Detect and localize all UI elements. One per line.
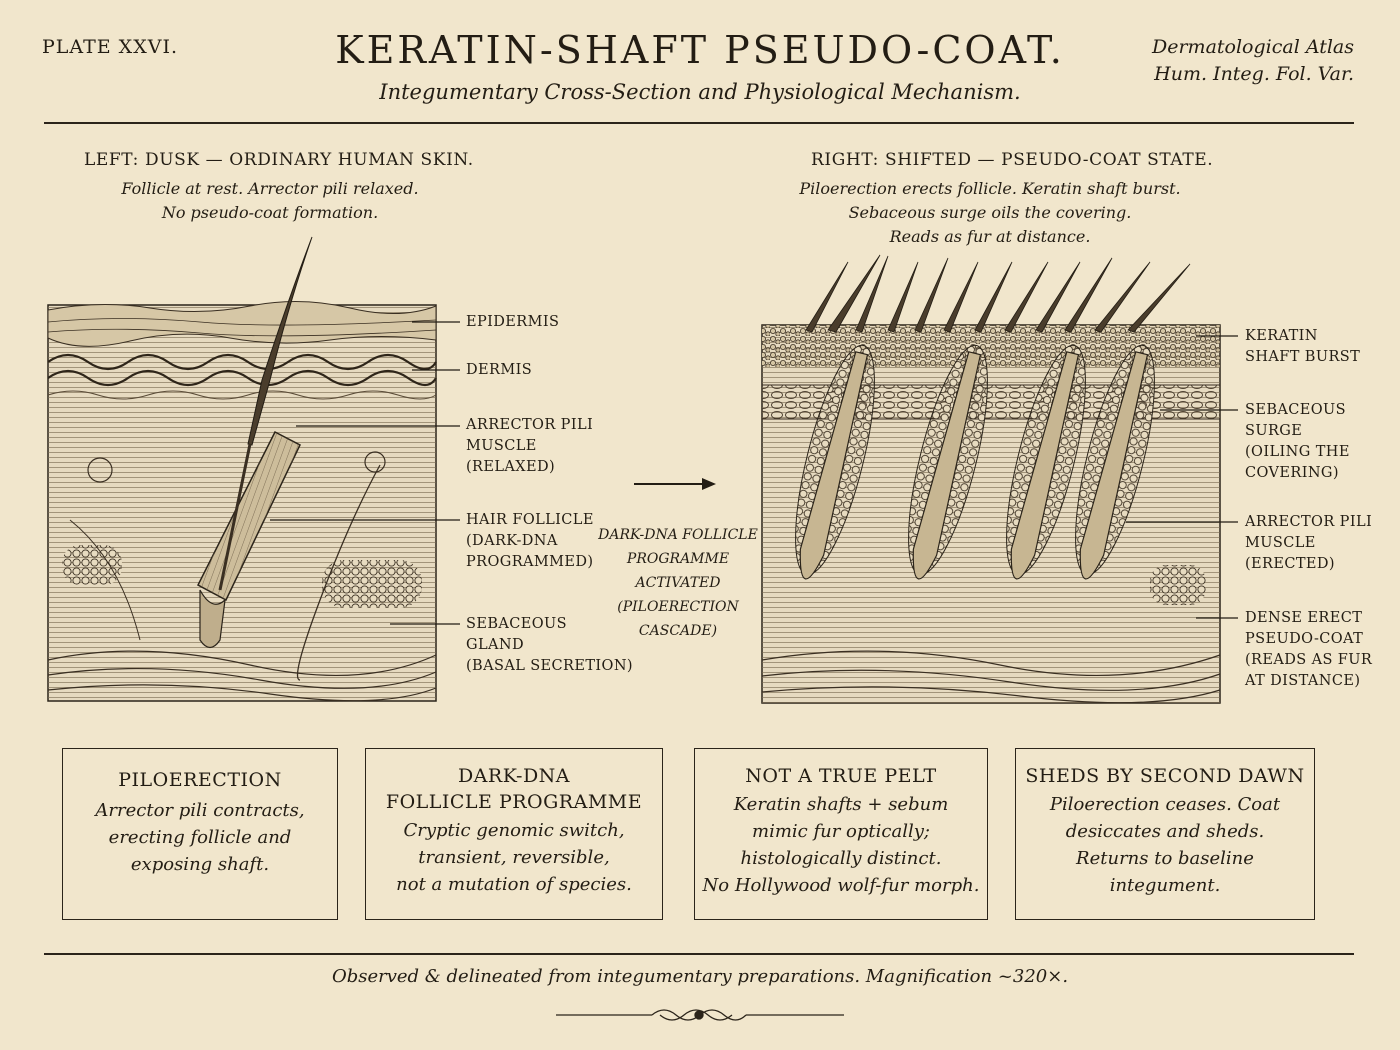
label-sebaceous-gland: SEBACEOUS GLAND (BASAL SECRETION) — [466, 614, 633, 677]
label-line: KERATIN — [1245, 328, 1318, 344]
box-title-line: DARK-DNA — [457, 765, 571, 787]
label-keratin-burst: KERATIN SHAFT BURST — [1245, 326, 1360, 368]
box-title: PILOERECTION — [118, 769, 282, 791]
box-text-line: Piloerection ceases. Coat — [1049, 794, 1281, 815]
box-text-line: Returns to baseline — [1076, 848, 1254, 869]
label-line: SEBACEOUS — [1245, 402, 1346, 418]
label-line: PROGRAMMED) — [466, 554, 594, 570]
right-panel-heading: RIGHT: SHIFTED — PSEUDO-COAT STATE. — [811, 150, 1214, 170]
plate-number: PLATE XXVI. — [42, 36, 178, 58]
box-text-line: histologically distinct. — [740, 848, 942, 869]
left-panel-heading: LEFT: DUSK — ORDINARY HUMAN SKIN. — [84, 150, 474, 170]
left-skin-section — [47, 236, 437, 702]
info-box-not-true-pelt: NOT A TRUE PELT Keratin shafts + sebum m… — [694, 748, 988, 920]
right-subtext-line: Piloerection erects follicle. Keratin sh… — [799, 179, 1181, 198]
label-line: DENSE ERECT — [1245, 610, 1363, 626]
right-follicles — [795, 344, 1155, 580]
header-divider — [44, 122, 1354, 124]
label-line: ARRECTOR PILI — [1245, 514, 1373, 530]
label-sebaceous-surge: SEBACEOUS SURGE (OILING THE COVERING) — [1245, 400, 1350, 484]
label-dermis: DERMIS — [466, 360, 532, 381]
label-line: (READS AS FUR — [1245, 652, 1373, 668]
label-line: COVERING) — [1245, 465, 1339, 481]
label-line: (DARK-DNA — [466, 533, 558, 549]
box-text-line: No Hollywood wolf-fur morph. — [702, 875, 980, 896]
box-text: Arrector pili contracts, erecting follic… — [63, 797, 337, 878]
label-pseudo-coat: DENSE ERECT PSEUDO-COAT (READS AS FUR AT… — [1245, 608, 1372, 692]
left-subtext-line: No pseudo-coat formation. — [161, 203, 379, 222]
box-text-line: integument. — [1109, 875, 1221, 896]
footer-note: Observed & delineated from integumentary… — [331, 966, 1069, 987]
label-line: SURGE — [1245, 423, 1303, 439]
box-title-line: FOLLICLE PROGRAMME — [385, 791, 643, 813]
right-leader-lines — [1126, 335, 1238, 619]
box-text-line: Arrector pili contracts, — [95, 800, 305, 821]
transition-arrow — [634, 478, 716, 490]
left-panel-subtext: Follicle at rest. Arrector pili relaxed.… — [60, 177, 480, 225]
page-subtitle: Integumentary Cross-Section and Physiolo… — [379, 80, 1021, 104]
left-subtext-line: Follicle at rest. Arrector pili relaxed. — [121, 179, 419, 198]
label-line: (RELAXED) — [466, 459, 556, 475]
label-line: MUSCLE — [1245, 535, 1316, 551]
atlas-name: Dermatological Atlas — [1152, 36, 1354, 58]
transition-label: DARK-DNA FOLLICLE PROGRAMME ACTIVATED (P… — [590, 523, 766, 643]
label-line: ARRECTOR PILI — [466, 417, 594, 433]
box-text-line: transient, reversible, — [418, 847, 610, 868]
box-text: Cryptic genomic switch, transient, rever… — [366, 817, 662, 898]
box-text-line: Keratin shafts + sebum — [733, 794, 949, 815]
info-box-sheds: SHEDS BY SECOND DAWN Piloerection ceases… — [1015, 748, 1315, 920]
label-line: MUSCLE — [466, 438, 537, 454]
label-line: SEBACEOUS — [466, 616, 567, 632]
box-text: Piloerection ceases. Coat desiccates and… — [1016, 791, 1314, 899]
right-panel-subtext: Piloerection erects follicle. Keratin sh… — [780, 177, 1200, 249]
right-subtext-line: Sebaceous surge oils the covering. — [848, 203, 1132, 222]
box-text-line: Cryptic genomic switch, — [403, 820, 625, 841]
label-line: HAIR FOLLICLE — [466, 512, 594, 528]
info-box-dark-dna: DARK-DNA FOLLICLE PROGRAMME Cryptic geno… — [365, 748, 663, 920]
right-subtext-line: Reads as fur at distance. — [889, 227, 1091, 246]
box-text-line: exposing shaft. — [130, 854, 270, 875]
label-line: PSEUDO-COAT — [1245, 631, 1364, 647]
footer-ornament — [556, 1009, 844, 1021]
label-line: (OILING THE — [1245, 444, 1350, 460]
box-text-line: not a mutation of species. — [396, 874, 632, 895]
label-line: DERMIS — [466, 362, 533, 378]
transition-line: DARK-DNA FOLLICLE — [598, 527, 758, 543]
box-text-line: desiccates and sheds. — [1065, 821, 1265, 842]
label-line: EPIDERMIS — [466, 314, 560, 330]
box-title: SHEDS BY SECOND DAWN — [1025, 765, 1305, 787]
label-arrector-erected: ARRECTOR PILI MUSCLE (ERECTED) — [1245, 512, 1372, 575]
box-text-line: erecting follicle and — [108, 827, 292, 848]
box-text: Keratin shafts + sebum mimic fur optical… — [695, 791, 987, 899]
label-arrector-relaxed: ARRECTOR PILI MUSCLE (RELAXED) — [466, 415, 593, 478]
label-line: SHAFT BURST — [1245, 349, 1361, 365]
left-leader-lines — [270, 321, 460, 625]
label-line: GLAND — [466, 637, 524, 653]
label-line: (ERECTED) — [1245, 556, 1335, 572]
label-line: (BASAL SECRETION) — [466, 658, 633, 674]
info-box-piloerection: PILOERECTION Arrector pili contracts, er… — [62, 748, 338, 920]
page-title: KERATIN-SHAFT PSEUDO-COAT. — [335, 28, 1065, 72]
label-hair-follicle: HAIR FOLLICLE (DARK-DNA PROGRAMMED) — [466, 510, 594, 573]
keratin-spikes — [805, 254, 1191, 333]
atlas-code: Hum. Integ. Fol. Var. — [1154, 63, 1354, 85]
box-text-line: mimic fur optically; — [752, 821, 930, 842]
box-title: DARK-DNA FOLLICLE PROGRAMME — [366, 763, 662, 815]
transition-line: PROGRAMME ACTIVATED — [626, 551, 730, 591]
transition-line: (PILOERECTION CASCADE) — [617, 599, 739, 639]
label-epidermis: EPIDERMIS — [466, 312, 559, 333]
box-title: NOT A TRUE PELT — [745, 765, 937, 787]
label-line: AT DISTANCE) — [1245, 673, 1361, 689]
